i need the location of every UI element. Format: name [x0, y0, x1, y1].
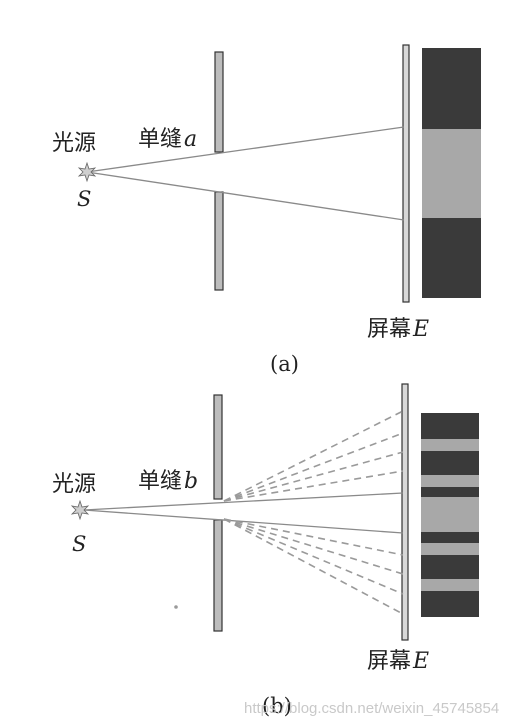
diffracted-rays-lower: [223, 518, 404, 615]
pattern-b: [421, 413, 479, 617]
dashed-ray-up-2: [223, 432, 404, 502]
slit-b-lower-barrier: [213, 519, 223, 632]
source-label-b: 光源: [52, 472, 96, 497]
source-label-a: 光源: [52, 131, 96, 156]
slit-label-b: 单缝: [138, 469, 182, 494]
slit-label-a: 单缝: [138, 127, 182, 152]
pattern-b-fringe-4: [421, 579, 479, 591]
ray-a-upper: [86, 126, 405, 173]
ray-b-upper: [83, 492, 404, 511]
stray-mark: [174, 605, 178, 609]
pattern-b-fringe-1: [421, 439, 479, 451]
pattern-b-fringe-2: [421, 475, 479, 487]
watermark-text: https://blog.csdn.net/weixin_45745854: [244, 700, 499, 717]
slit-symbol-a: a: [184, 127, 197, 152]
light-source-b-star-icon: [70, 499, 90, 521]
light-source-a-star-icon: [77, 161, 97, 183]
dashed-ray-down-4: [223, 518, 404, 615]
pattern-a-bright-center: [422, 129, 481, 218]
dashed-ray-up-4: [223, 470, 404, 502]
dashed-ray-down-1: [223, 518, 404, 556]
screen-b: [401, 383, 409, 641]
slit-symbol-b: b: [184, 469, 198, 494]
diffracted-rays-upper: [223, 410, 404, 502]
screen-label-a: 屏幕: [367, 317, 411, 342]
dashed-ray-up-1: [223, 410, 404, 502]
caption-a: (a): [270, 352, 299, 376]
ray-b-lower: [83, 509, 404, 534]
dashed-ray-up-3: [223, 451, 404, 502]
pattern-b-central-fringe: [421, 497, 479, 532]
dashed-ray-down-3: [223, 518, 404, 595]
caption-b: (b): [262, 694, 292, 718]
screen-symbol-a: E: [412, 317, 429, 342]
source-symbol-a: S: [77, 187, 91, 211]
screen-label-b: 屏幕: [367, 649, 411, 674]
pattern-a: [422, 48, 481, 298]
screen-symbol-b: E: [412, 649, 429, 674]
source-symbol-b: S: [72, 532, 86, 556]
slit-a-upper-barrier: [214, 51, 224, 153]
ray-a-lower: [86, 171, 405, 221]
figure-a: 光源 S 单缝 a 屏幕 E (a): [52, 44, 481, 376]
slit-a-lower-barrier: [214, 191, 224, 291]
dashed-ray-down-2: [223, 518, 404, 575]
pattern-a-dark-top: [422, 48, 481, 129]
slit-b-upper-barrier: [213, 394, 223, 500]
pattern-b-fringe-3: [421, 543, 479, 555]
pattern-a-dark-bottom: [422, 218, 481, 298]
figure-b: 光源 S 单缝 b 屏幕 E (b): [52, 383, 479, 718]
screen-a: [402, 44, 410, 303]
